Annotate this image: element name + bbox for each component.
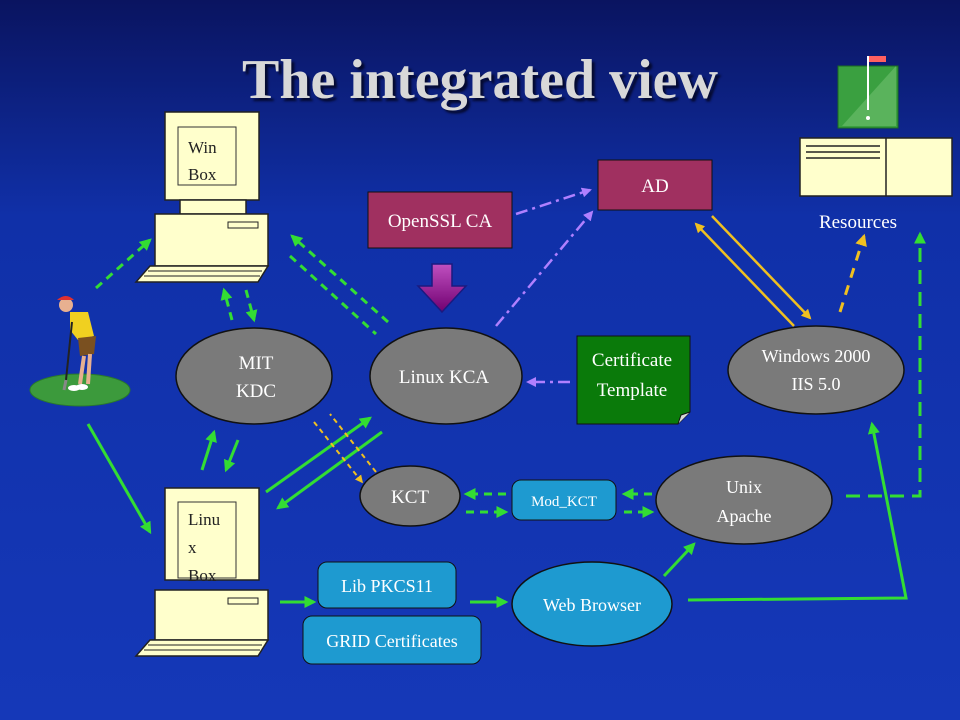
win-box-stand — [179, 199, 247, 215]
winbox-to-kca-line — [288, 254, 378, 336]
kca-to-winbox-arrow — [290, 234, 390, 324]
ad-node[interactable]: AD — [597, 159, 713, 211]
iis-to-resources-arrow — [838, 233, 867, 313]
openssl-ca-node[interactable]: OpenSSL CA — [367, 191, 513, 249]
web-browser-label: Web Browser — [543, 595, 641, 615]
win-box-computer[interactable]: Win Box — [134, 111, 270, 283]
win-box-keyboard — [134, 265, 270, 283]
linux-box-drive — [227, 597, 259, 605]
lib-pkcs11-label: Lib PKCS11 — [341, 576, 433, 596]
web-browser-node[interactable]: Web Browser — [511, 561, 673, 647]
kdc-to-winbox-arrow — [220, 287, 234, 321]
certificate-template-label-2: Template — [597, 380, 667, 401]
mod-kct-node[interactable]: Mod_KCT — [511, 479, 617, 521]
windows-iis-label-2: IIS 5.0 — [792, 374, 841, 394]
kdc-to-linuxbox-arrow — [223, 439, 240, 473]
unix-apache-node[interactable]: Unix Apache — [655, 455, 833, 545]
connectors — [86, 187, 926, 608]
ad-to-iis-arrow — [711, 215, 812, 320]
kdc-to-kct-arrow — [313, 421, 363, 484]
certificate-template-node[interactable]: Certificate Template — [576, 335, 691, 425]
winbox-to-kdc-arrow — [244, 289, 258, 323]
openssl-ca-label: OpenSSL CA — [388, 211, 493, 232]
resources-icon — [799, 56, 953, 197]
linux-kca-label: Linux KCA — [399, 367, 490, 388]
unix-apache-label-1: Unix — [726, 477, 762, 497]
kct-label: KCT — [391, 487, 429, 508]
user-to-winbox-arrow — [95, 238, 152, 290]
user-golfer-icon — [29, 296, 131, 407]
linux-box-label-3: Box — [188, 566, 217, 585]
win-box-label-1: Win — [188, 138, 217, 157]
certificate-template-label-1: Certificate — [592, 350, 672, 371]
win-box-drive — [227, 221, 259, 229]
grid-certificates-node[interactable]: GRID Certificates — [302, 615, 482, 665]
win-box-label-2: Box — [188, 165, 217, 184]
unix-apache-label-2: Apache — [717, 506, 772, 526]
linux-box-keyboard — [134, 639, 270, 657]
linux-box-computer[interactable]: Linu x Box — [134, 487, 270, 657]
linux-box-label-1: Linu — [188, 510, 221, 529]
mod-kct-label: Mod_KCT — [531, 494, 597, 510]
resources-label: Resources — [819, 212, 897, 233]
apache-to-resources-arrow — [846, 231, 926, 498]
grid-certificates-label: GRID Certificates — [326, 631, 457, 651]
kca-to-linuxbox-arrow — [276, 430, 383, 510]
iis-to-ad-arrow — [694, 222, 795, 327]
mit-kdc-node[interactable]: MIT KDC — [175, 327, 333, 425]
lib-pkcs11-node[interactable]: Lib PKCS11 — [317, 561, 457, 609]
linux-box-screen — [177, 501, 237, 579]
linuxbox-to-kdc-arrow — [200, 429, 217, 471]
mit-kdc-label-1: MIT — [239, 353, 274, 374]
linux-kca-node[interactable]: Linux KCA — [369, 327, 523, 425]
linux-box-label-2: x — [188, 538, 197, 557]
win-box-screen — [177, 126, 237, 186]
windows-iis-node[interactable]: Windows 2000 IIS 5.0 — [727, 325, 905, 415]
browser-to-iis-arrow — [687, 421, 908, 602]
kct-node[interactable]: KCT — [359, 465, 461, 527]
user-to-linuxbox-arrow — [86, 423, 152, 535]
windows-iis-label-1: Windows 2000 — [762, 346, 871, 366]
linuxbox-to-kca-arrow — [265, 416, 372, 494]
kct-to-kdc-line — [329, 413, 377, 473]
mit-kdc-label-2: KDC — [236, 381, 276, 402]
ad-label: AD — [641, 176, 668, 197]
openssl-to-kca-arrow — [416, 263, 468, 314]
browser-to-apache-arrow — [662, 542, 696, 578]
slide-title: The integrated view — [242, 49, 718, 111]
openssl-to-ad-arrow — [515, 187, 592, 216]
